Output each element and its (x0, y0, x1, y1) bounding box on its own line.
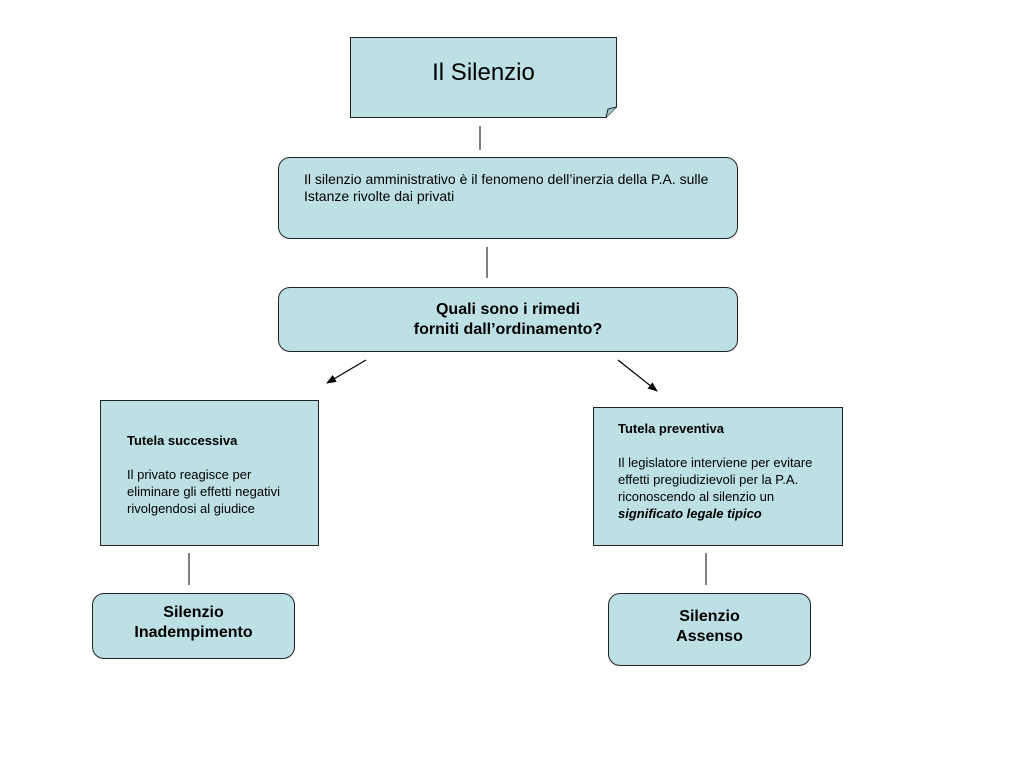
silenzio-assenso-node: Silenzio Assenso (608, 593, 811, 666)
note-shape (350, 37, 617, 118)
result-right-line-2: Assenso (676, 627, 743, 645)
right-branch-heading: Tutela preventiva (618, 421, 724, 436)
question-line-2: forniti dall’ordinamento? (413, 320, 603, 338)
result-right-line-1: Silenzio (679, 607, 740, 625)
tutela-successiva-node: Tutela successiva Il privato reagisce pe… (100, 400, 319, 546)
tutela-preventiva-node: Tutela preventiva Il legislatore intervi… (593, 407, 843, 546)
definition-node: Il silenzio amministrativo è il fenomeno… (278, 157, 738, 239)
left-branch-line-3: rivolgendosi al giudice (127, 501, 255, 516)
arrow-to-right-branch (617, 359, 658, 392)
left-branch-spacer (127, 449, 308, 466)
result-left-line-1: Silenzio (163, 604, 224, 621)
left-branch-line-2: eliminare gli effetti negativi (127, 484, 280, 499)
arrow-to-left-branch (326, 359, 367, 384)
right-branch-spacer (618, 437, 836, 454)
result-left-line-2: Inadempimento (134, 624, 253, 641)
diagram-title: Il Silenzio (432, 59, 535, 86)
title-node: Il Silenzio (350, 37, 617, 118)
question-node: Quali sono i rimedi forniti dall’ordinam… (278, 287, 738, 352)
left-branch-heading: Tutela successiva (127, 433, 238, 448)
definition-line-1: Il silenzio amministrativo è il fenomeno… (304, 171, 709, 187)
right-branch-line-2: effetti pregiudizievoli per la P.A. (618, 472, 799, 487)
question-line-1: Quali sono i rimedi (435, 300, 581, 318)
silenzio-inadempimento-node: Silenzio Inadempimento (92, 593, 295, 659)
right-branch-line-1: Il legislatore interviene per evitare (618, 455, 813, 470)
left-branch-line-1: Il privato reagisce per (127, 467, 252, 482)
right-branch-line-3: riconoscendo al silenzio un (618, 489, 775, 504)
definition-line-2: Istanze rivolte dai privati (304, 188, 455, 204)
right-branch-emphasis: significato legale tipico (618, 506, 762, 521)
